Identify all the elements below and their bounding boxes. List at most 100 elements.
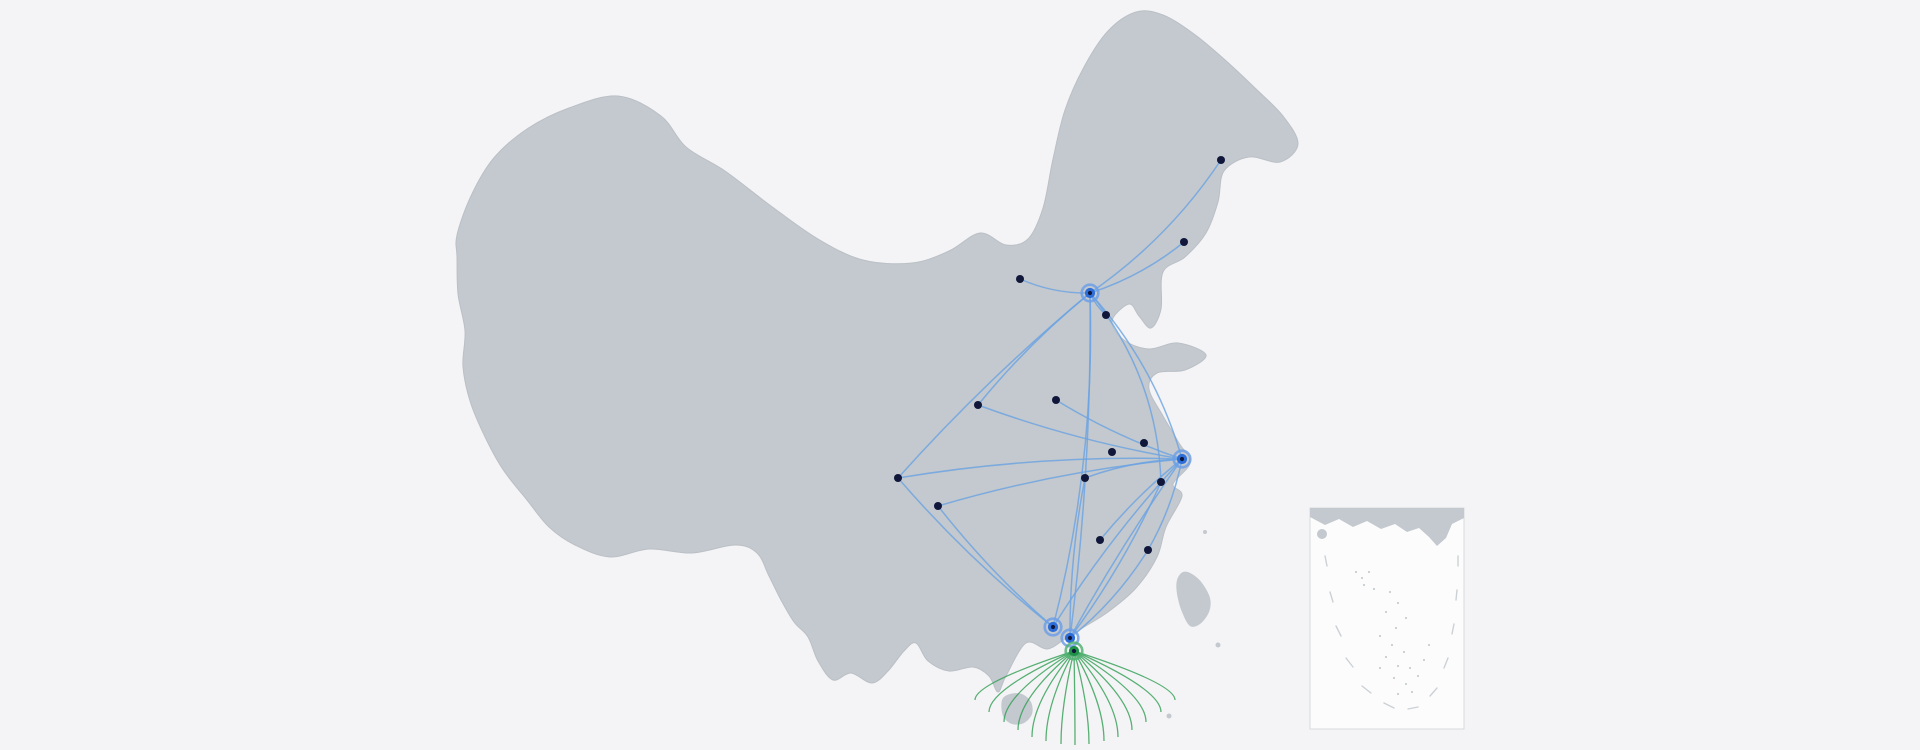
route-green bbox=[1073, 650, 1162, 713]
route-blue bbox=[1147, 458, 1183, 551]
taiwan-island bbox=[1176, 571, 1211, 627]
inset-boundary-dash bbox=[1345, 657, 1354, 668]
inset-coastline bbox=[1310, 508, 1464, 546]
city-12-dot[interactable] bbox=[1081, 474, 1089, 482]
inset-islet bbox=[1384, 610, 1388, 614]
inset-boundary-dash bbox=[1451, 623, 1455, 635]
city-11-dot[interactable] bbox=[934, 502, 942, 510]
route-blue bbox=[977, 404, 1183, 460]
city-10-dot[interactable] bbox=[894, 474, 902, 482]
route-green bbox=[1073, 650, 1176, 701]
route-green bbox=[1060, 650, 1075, 745]
route-blue bbox=[1055, 399, 1183, 460]
hub-green-marker[interactable] bbox=[1064, 641, 1084, 661]
route-green bbox=[1073, 650, 1105, 742]
inset-islet bbox=[1367, 570, 1371, 574]
inset-islet bbox=[1427, 643, 1431, 647]
route-blue bbox=[1089, 292, 1183, 460]
route-blue bbox=[897, 457, 1183, 479]
route-blue bbox=[1069, 549, 1149, 639]
inset-islet bbox=[1394, 626, 1398, 630]
hub-east-marker[interactable] bbox=[1172, 449, 1192, 469]
city-07-dot[interactable] bbox=[1140, 439, 1148, 447]
hub-ring bbox=[1080, 283, 1100, 303]
inset-hainan-island bbox=[1317, 529, 1327, 539]
city-13-dot[interactable] bbox=[1096, 536, 1104, 544]
city-04-dot[interactable] bbox=[1102, 311, 1110, 319]
minor-island bbox=[1203, 530, 1207, 534]
hub-ring bbox=[1060, 628, 1080, 648]
hub-core bbox=[1179, 456, 1185, 462]
south-china-sea-inset bbox=[1309, 507, 1465, 730]
inset-islet bbox=[1396, 664, 1400, 668]
inset-islet bbox=[1422, 658, 1426, 662]
inset-boundary-dash bbox=[1429, 687, 1438, 697]
route-green bbox=[1073, 650, 1090, 745]
route-blue bbox=[897, 477, 1054, 628]
inset-islet bbox=[1372, 587, 1376, 591]
route-blue bbox=[1099, 458, 1183, 541]
route-green bbox=[1031, 650, 1075, 738]
inset-boundary-dash bbox=[1335, 625, 1342, 637]
inset-islet bbox=[1404, 616, 1408, 620]
route-blue bbox=[937, 505, 1054, 628]
hub-ring bbox=[1172, 449, 1192, 469]
inset-boundary-dash bbox=[1383, 702, 1395, 709]
inset-islet bbox=[1402, 650, 1406, 654]
route-green bbox=[988, 650, 1075, 713]
city-14-dot[interactable] bbox=[1144, 546, 1152, 554]
inset-islet bbox=[1396, 601, 1400, 605]
hub-core bbox=[1050, 624, 1056, 630]
route-blue bbox=[1069, 481, 1162, 639]
hub-south-b-marker[interactable] bbox=[1060, 628, 1080, 648]
route-blue bbox=[1069, 477, 1086, 639]
route-green bbox=[1003, 650, 1075, 723]
inset-islet bbox=[1404, 682, 1408, 686]
inset-islet bbox=[1410, 690, 1414, 694]
hub-core bbox=[1071, 648, 1077, 654]
inset-islet bbox=[1396, 692, 1400, 696]
inset-boundary-dash bbox=[1361, 685, 1372, 694]
inset-boundary-dash bbox=[1443, 657, 1449, 669]
hub-ring bbox=[1043, 617, 1063, 637]
route-blue bbox=[1019, 278, 1091, 294]
inset-boundary-dash bbox=[1407, 706, 1419, 710]
route-green bbox=[974, 650, 1075, 701]
hub-north-marker[interactable] bbox=[1080, 283, 1100, 303]
hub-core bbox=[1087, 290, 1093, 296]
inset-islet bbox=[1378, 666, 1382, 670]
route-blue bbox=[1089, 159, 1222, 294]
hub-south-a-marker[interactable] bbox=[1043, 617, 1063, 637]
inset-islet bbox=[1388, 590, 1392, 594]
route-green bbox=[1073, 650, 1133, 731]
route-blue bbox=[1069, 458, 1183, 639]
inset-islet bbox=[1416, 674, 1420, 678]
route-green bbox=[1073, 650, 1147, 723]
inset-islet bbox=[1378, 634, 1382, 638]
inset-islet bbox=[1390, 643, 1394, 647]
city-05-dot[interactable] bbox=[1052, 396, 1060, 404]
route-blue bbox=[1089, 241, 1185, 294]
inset-islet bbox=[1354, 570, 1358, 574]
inset-islet bbox=[1362, 583, 1366, 587]
hub-ring bbox=[1064, 641, 1084, 661]
inset-islet bbox=[1392, 676, 1396, 680]
route-blue bbox=[897, 292, 1091, 479]
minor-island bbox=[1215, 642, 1221, 648]
route-green bbox=[1045, 650, 1075, 742]
city-09-dot[interactable] bbox=[1157, 478, 1165, 486]
minor-island bbox=[1166, 713, 1172, 719]
inset-islet bbox=[1384, 655, 1388, 659]
city-01-dot[interactable] bbox=[1217, 156, 1225, 164]
inset-islet bbox=[1408, 666, 1412, 670]
route-blue bbox=[1052, 458, 1183, 628]
city-02-dot[interactable] bbox=[1180, 238, 1188, 246]
city-08-dot[interactable] bbox=[1108, 448, 1116, 456]
route-green bbox=[1017, 650, 1075, 731]
route-blue bbox=[1084, 458, 1183, 479]
city-06-dot[interactable] bbox=[974, 401, 982, 409]
city-03-dot[interactable] bbox=[1016, 275, 1024, 283]
inset-boundary-dash bbox=[1455, 589, 1458, 601]
